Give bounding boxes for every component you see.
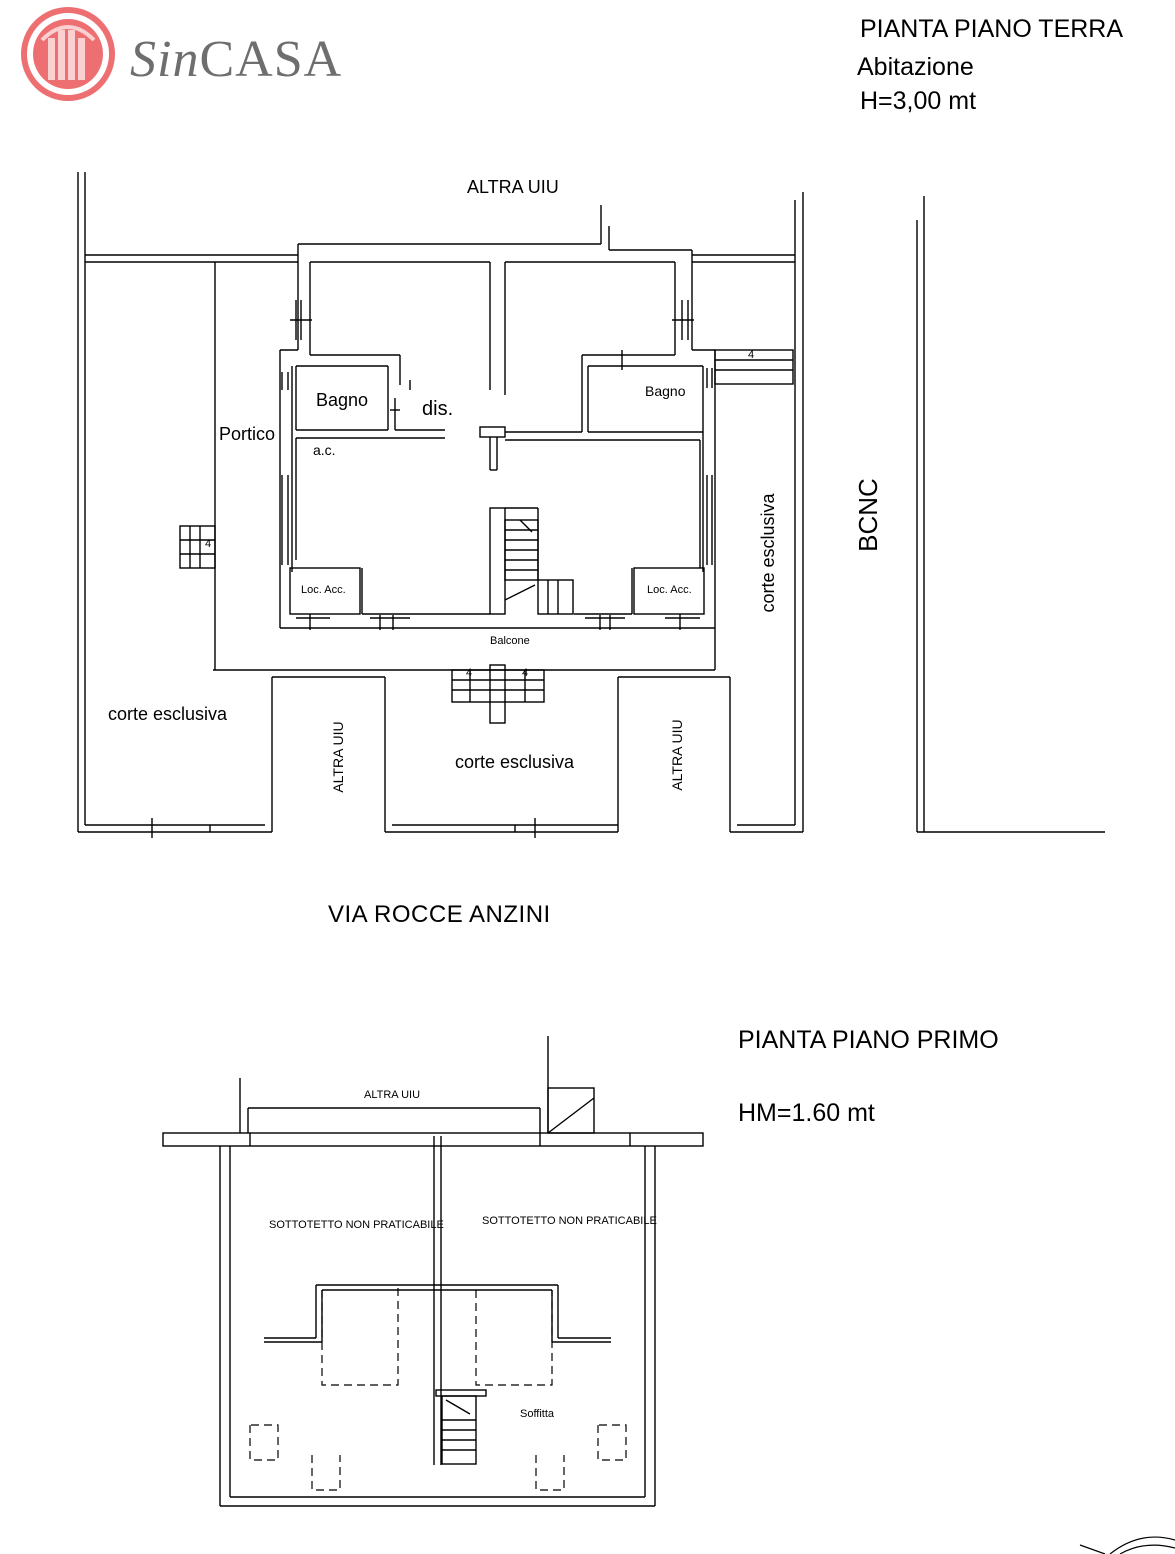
label-ac: a.c. <box>313 442 336 458</box>
label-altra-uiu-first: ALTRA UIU <box>364 1089 421 1101</box>
label-dis: dis. <box>422 398 454 420</box>
ground-floor-height: H=3,00 mt <box>860 87 977 115</box>
logo-text-prefix: Sin <box>130 31 200 88</box>
stair-mark-right: 4 <box>748 349 755 361</box>
label-corte-right: corte esclusiva <box>758 493 778 613</box>
label-bagno-left: Bagno <box>316 390 369 410</box>
ground-floor-title: PIANTA PIANO TERRA <box>860 15 1124 43</box>
sincasa-logo: SinCASA <box>130 34 342 86</box>
label-sottotetto-left: SOTTOTETTO NON PRATICABILE <box>269 1219 444 1231</box>
stair-mark-front-left: 4 <box>466 667 473 679</box>
label-corte-left: corte esclusiva <box>108 704 228 724</box>
stair-mark-front-right: 4 <box>522 667 529 679</box>
label-loc-acc-right: Loc. Acc. <box>647 584 692 596</box>
sincasa-logo-icon <box>21 7 115 101</box>
label-portico: Portico <box>219 424 276 444</box>
label-bcnc: BCNC <box>853 478 883 552</box>
street-name: VIA ROCCE ANZINI <box>328 901 551 928</box>
label-altra-uiu-left: ALTRA UIU <box>330 721 346 793</box>
label-soffitta: Soffitta <box>520 1408 555 1420</box>
label-loc-acc-left: Loc. Acc. <box>301 584 346 596</box>
first-floor-height: HM=1.60 mt <box>738 1099 875 1127</box>
label-corte-center: corte esclusiva <box>455 752 575 772</box>
first-floor-title: PIANTA PIANO PRIMO <box>738 1026 999 1054</box>
label-bagno-right: Bagno <box>645 383 686 399</box>
north-arrow-icon <box>1079 1536 1175 1554</box>
label-altra-uiu-top: ALTRA UIU <box>467 177 559 197</box>
ground-floor-subtitle: Abitazione <box>857 53 974 81</box>
label-sottotetto-right: SOTTOTETTO NON PRATICABILE <box>482 1215 657 1227</box>
label-altra-uiu-right: ALTRA UIU <box>669 719 685 791</box>
label-balcone: Balcone <box>490 635 530 647</box>
stair-mark-left: 4 <box>205 538 212 550</box>
logo-text-suffix: CASA <box>199 31 343 88</box>
